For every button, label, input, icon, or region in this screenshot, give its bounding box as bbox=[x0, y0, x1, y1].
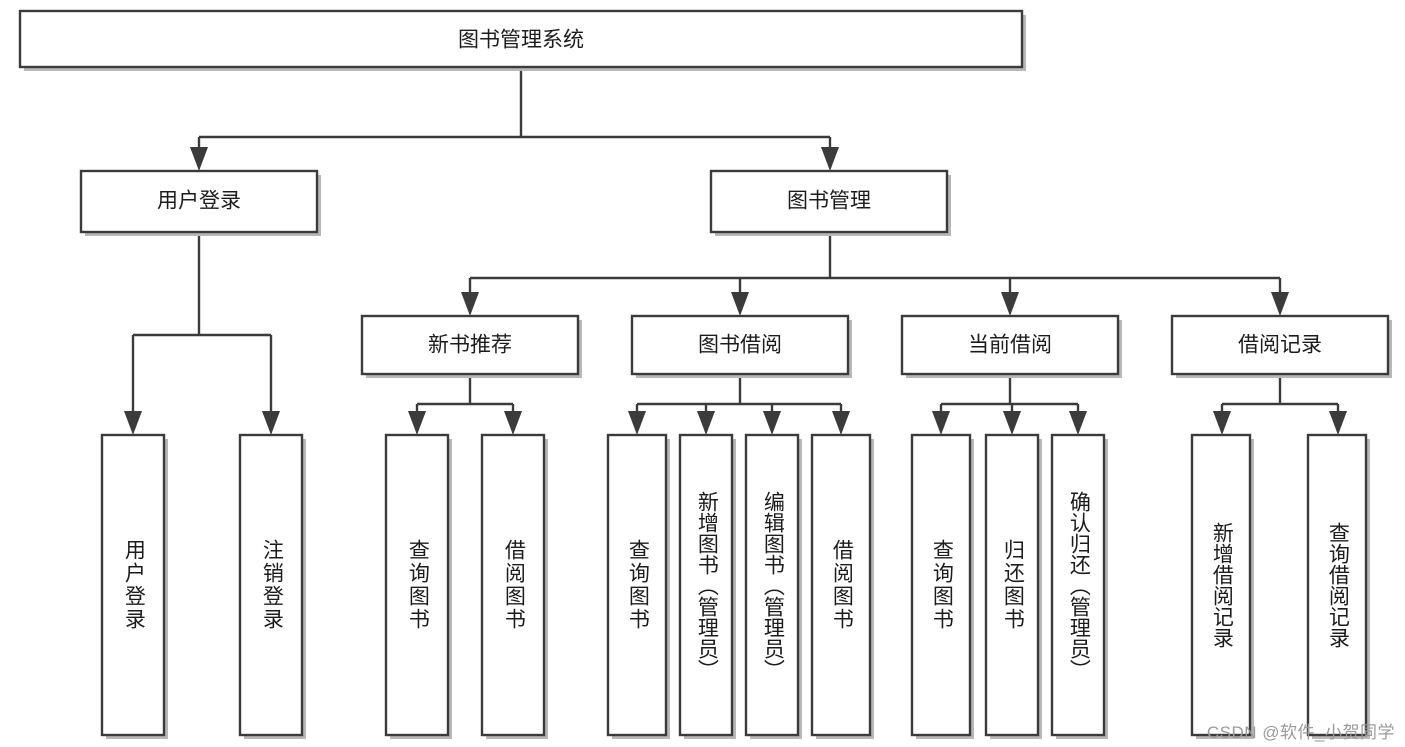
arrow-user-login bbox=[190, 147, 208, 171]
arrow-leaf-edit-book bbox=[763, 411, 781, 435]
node-current-borrow[interactable]: 当前借阅 bbox=[900, 314, 1122, 378]
arrow-leaf-add-book bbox=[697, 411, 715, 435]
arrow-leaf-borrow-book-rec bbox=[504, 411, 522, 435]
arrow-book-borrow bbox=[731, 292, 749, 316]
leaf-return-book-box[interactable] bbox=[984, 433, 1040, 737]
leaf-query-record-box[interactable] bbox=[1306, 433, 1368, 737]
node-current-borrow-box[interactable] bbox=[900, 314, 1120, 376]
leaf-query-book-b-box[interactable] bbox=[606, 433, 668, 737]
csdn-watermark: CSDN @软件_小贺同学 bbox=[1206, 723, 1395, 742]
arrow-new-book-rec bbox=[461, 292, 479, 316]
node-book-manage[interactable]: 图书管理 bbox=[709, 169, 951, 236]
arrow-leaf-user-login bbox=[124, 411, 142, 435]
node-current-borrow-label: 当前借阅 bbox=[968, 334, 1052, 357]
leaf-user-login-box[interactable] bbox=[100, 433, 166, 737]
node-new-book-rec[interactable]: 新书推荐 bbox=[360, 314, 582, 378]
node-book-manage-box[interactable] bbox=[709, 169, 949, 234]
arrow-borrow-record bbox=[1271, 292, 1289, 316]
arrow-leaf-return-book bbox=[1003, 411, 1021, 435]
node-book-borrow[interactable]: 图书借阅 bbox=[630, 314, 852, 378]
leaf-boxes bbox=[100, 433, 1370, 739]
node-root-box[interactable] bbox=[18, 9, 1024, 69]
leaf-confirm-return-box[interactable] bbox=[1050, 433, 1106, 737]
leaf-edit-book-box[interactable] bbox=[744, 433, 800, 737]
node-user-login[interactable]: 用户登录 bbox=[79, 169, 321, 236]
node-book-borrow-label: 图书借阅 bbox=[698, 334, 782, 357]
connector-group bbox=[124, 67, 1347, 435]
node-user-login-label: 用户登录 bbox=[157, 190, 241, 213]
arrow-leaf-add-record bbox=[1213, 411, 1231, 435]
node-root[interactable]: 图书管理系统 bbox=[18, 9, 1026, 71]
node-book-borrow-box[interactable] bbox=[630, 314, 850, 376]
node-borrow-record[interactable]: 借阅记录 bbox=[1170, 314, 1392, 378]
leaf-borrow-book-b-box[interactable] bbox=[810, 433, 872, 737]
leaf-query-book-rec-box[interactable] bbox=[384, 433, 450, 737]
node-book-manage-label: 图书管理 bbox=[787, 190, 871, 213]
arrow-leaf-confirm-return bbox=[1069, 411, 1087, 435]
arrow-leaf-borrow-book-b bbox=[832, 411, 850, 435]
node-new-book-rec-box[interactable] bbox=[360, 314, 580, 376]
arrow-current-borrow bbox=[1001, 292, 1019, 316]
node-user-login-box[interactable] bbox=[79, 169, 319, 234]
leaf-borrow-book-rec-box[interactable] bbox=[480, 433, 546, 737]
leaf-query-book-c-box[interactable] bbox=[910, 433, 972, 737]
node-borrow-record-box[interactable] bbox=[1170, 314, 1390, 376]
node-borrow-record-label: 借阅记录 bbox=[1238, 334, 1322, 357]
arrow-leaf-query-book-rec bbox=[408, 411, 426, 435]
leaf-add-record-box[interactable] bbox=[1190, 433, 1252, 737]
node-new-book-rec-label: 新书推荐 bbox=[428, 334, 512, 357]
leaf-logout-box[interactable] bbox=[238, 433, 304, 737]
arrow-leaf-logout bbox=[262, 411, 280, 435]
arrow-leaf-query-book-b bbox=[628, 411, 646, 435]
arrow-book-manage bbox=[821, 147, 839, 171]
arrow-leaf-query-book-c bbox=[932, 411, 950, 435]
leaf-add-book-box[interactable] bbox=[678, 433, 734, 737]
node-root-label: 图书管理系统 bbox=[458, 29, 584, 52]
arrow-leaf-query-record bbox=[1329, 411, 1347, 435]
